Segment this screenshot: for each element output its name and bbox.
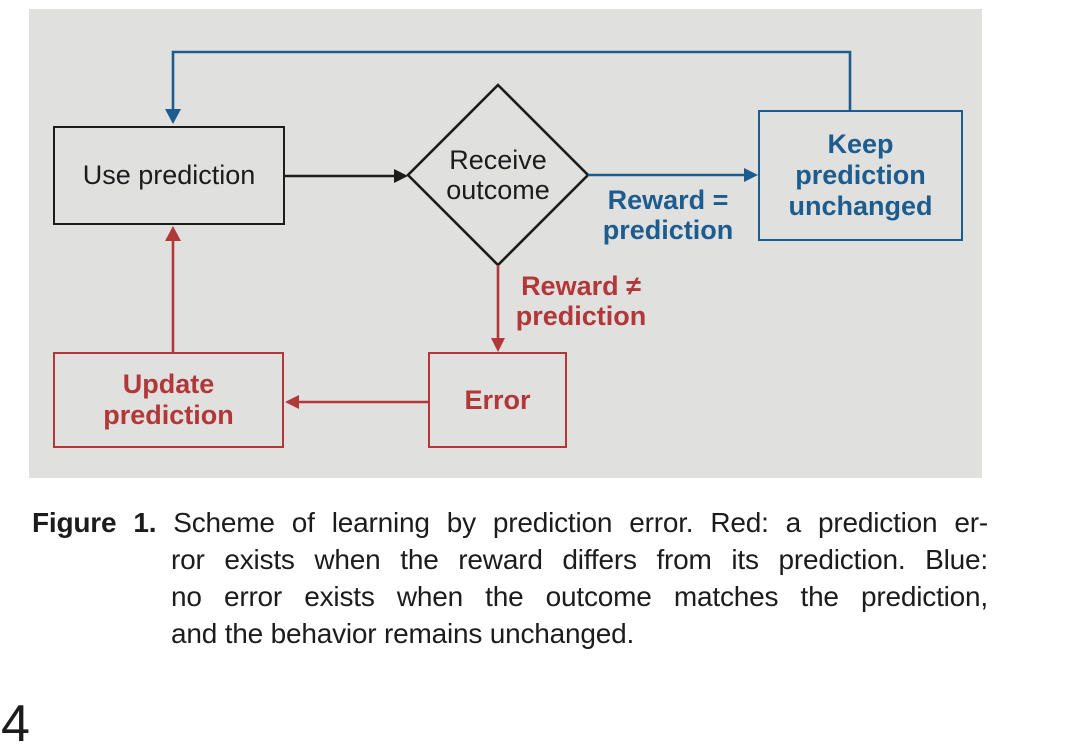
arrowhead-outcome-to-error <box>491 338 505 352</box>
node-receive-outcome: Receive outcome <box>408 85 588 265</box>
figure-caption: Figure 1. Scheme of learning by predicti… <box>32 504 988 652</box>
arrowhead-outcome-to-keep <box>744 168 758 182</box>
node-error-label: Error <box>464 384 531 415</box>
arrowhead-update-to-use <box>165 226 181 241</box>
node-keep-line1: Keep <box>827 129 894 159</box>
arrowhead-use-to-outcome <box>394 169 408 183</box>
caption-line-2: ror exists when the reward differs from … <box>171 544 988 575</box>
edge-label-reward-not-equals-prediction: Reward ≠ prediction <box>496 271 666 331</box>
node-keep-prediction-unchanged: Keep prediction unchanged <box>758 110 963 241</box>
node-keep-line2: prediction <box>795 160 926 190</box>
node-use-prediction-label: Use prediction <box>82 160 256 190</box>
caption-line-1-text: Scheme of learning by prediction error. … <box>173 507 989 538</box>
node-update-prediction: Update prediction <box>53 352 284 448</box>
node-update-line2: prediction <box>103 400 234 430</box>
caption-line-4: and the behavior remains unchanged. <box>171 618 635 649</box>
figure-panel: Use prediction Receive outcome Keep pred… <box>29 9 982 478</box>
edge-label-reward-equals-line1: Reward = <box>607 185 729 215</box>
edge-label-reward-equals-line2: prediction <box>602 215 734 245</box>
node-use-prediction: Use prediction <box>53 126 285 225</box>
caption-figure-label: Figure 1. <box>32 507 157 538</box>
edge-keep-to-use-loop <box>171 50 852 110</box>
node-update-line1: Update <box>122 369 215 399</box>
node-keep-line3: unchanged <box>788 191 933 221</box>
caption-line-1: Figure 1. Scheme of learning by predicti… <box>32 504 988 541</box>
node-receive-outcome-line1: Receive <box>449 145 547 175</box>
node-receive-outcome-line2: outcome <box>446 175 550 205</box>
caption-line-3: no error exists when the outcome matches… <box>171 581 988 612</box>
flow-arrows <box>165 50 852 409</box>
node-error: Error <box>428 352 567 448</box>
edge-label-reward-equals-prediction: Reward = prediction <box>583 185 753 245</box>
arrowhead-error-to-update <box>285 395 299 409</box>
edge-label-reward-not-equals-line1: Reward ≠ <box>521 271 641 301</box>
arrowhead-keep-to-use <box>165 109 181 124</box>
page-number: 4 <box>1 695 30 744</box>
edge-label-reward-not-equals-line2: prediction <box>515 301 647 331</box>
